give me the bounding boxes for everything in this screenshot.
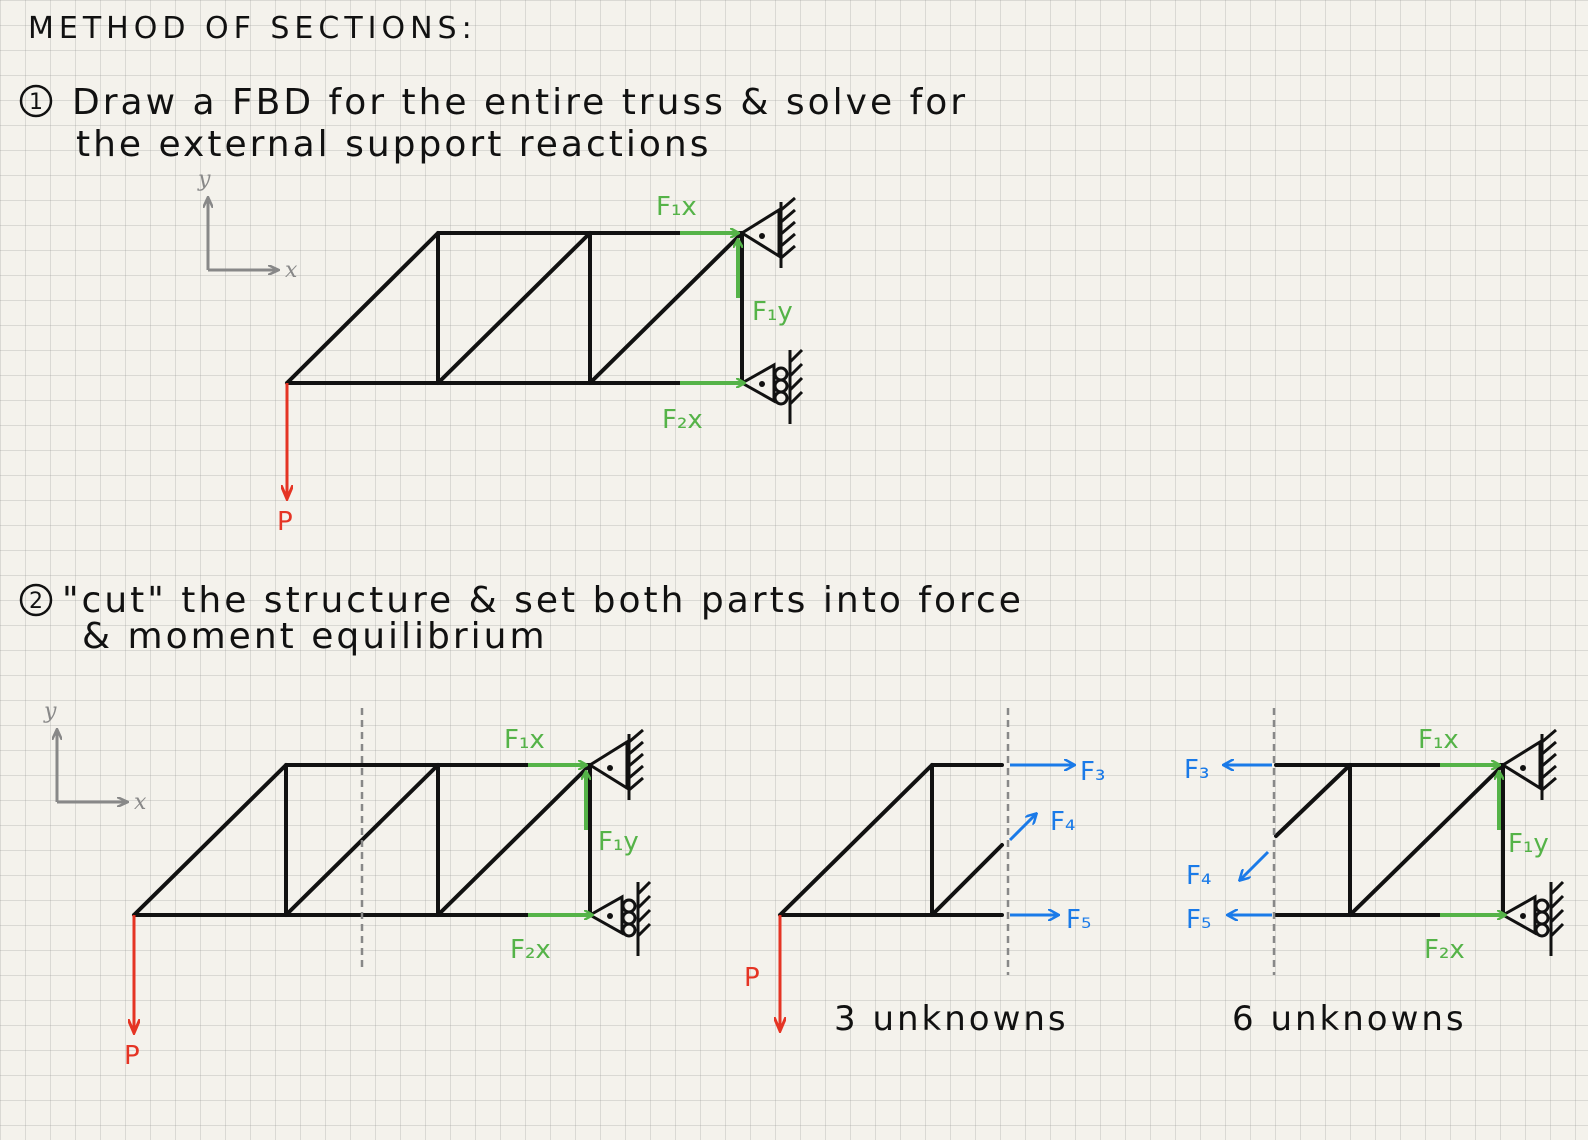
unknowns-right: 6 unknowns: [1232, 999, 1467, 1039]
unknowns-left: 3 unknowns: [834, 999, 1069, 1039]
step-2-circle: [19, 583, 53, 617]
step-2: 2 "cut" the structure & set both parts i…: [19, 580, 1024, 657]
f3-label: F₃: [1080, 757, 1105, 787]
f1y-label: F₁y: [1508, 829, 1549, 859]
x-axis-label: x: [285, 258, 298, 283]
right-section: F₁x F₁y F₂x F₃ F₄ F₅ 6 unknowns: [1184, 708, 1565, 1039]
y-axis-label: y: [43, 699, 57, 724]
truss-members: [285, 231, 744, 385]
load-p-label: P: [124, 1041, 140, 1071]
f1x-label: F₁x: [1418, 725, 1459, 755]
right-section-members: [1274, 763, 1505, 917]
pin-support: [739, 196, 796, 268]
pin-support: [1500, 728, 1557, 800]
step-1-circle: [19, 84, 53, 118]
f5-label: F₅: [1186, 905, 1211, 935]
left-section: F₃ F₄ F₅ P 3 unknowns: [744, 708, 1105, 1039]
f4-arrow: [1008, 814, 1036, 842]
step-1-number: 1: [29, 90, 43, 115]
x-axis-label: x: [134, 790, 147, 815]
f3-label: F₃: [1184, 755, 1209, 785]
pin-support: [587, 728, 644, 800]
y-axis-label: y: [197, 167, 211, 192]
load-p-label: P: [277, 507, 293, 537]
axes-1: y x: [197, 167, 298, 283]
roller-support: [738, 348, 804, 424]
step-1-line-1: Draw a FBD for the entire truss & solve …: [72, 82, 968, 123]
roller-support: [1499, 880, 1565, 956]
page-title: METHOD OF SECTIONS:: [28, 11, 477, 46]
step-2-line-1: "cut" the structure & set both parts int…: [62, 580, 1024, 621]
f1x-label: F₁x: [504, 725, 545, 755]
f2x-label: F₂x: [662, 405, 703, 435]
f5-label: F₅: [1066, 905, 1091, 935]
step-2-line-2: & moment equilibrium: [82, 616, 548, 657]
f4-label: F₄: [1050, 807, 1075, 837]
f1y-label: F₁y: [752, 297, 793, 327]
truss-1: F₁x F₁y F₂x P: [277, 192, 804, 537]
f2x-label: F₂x: [1424, 935, 1465, 965]
f1x-label: F₁x: [656, 192, 697, 222]
f1y-label: F₁y: [598, 827, 639, 857]
step-1: 1 Draw a FBD for the entire truss & solv…: [19, 82, 968, 165]
roller-support: [586, 880, 652, 956]
step-2-number: 2: [29, 589, 43, 614]
truss-2: F₁x F₁y F₂x P: [124, 708, 652, 1071]
load-p-label: P: [744, 963, 760, 993]
step-1-line-2: the external support reactions: [76, 124, 711, 165]
f2x-label: F₂x: [510, 935, 551, 965]
left-section-members: [778, 763, 1004, 917]
f4-label: F₄: [1186, 861, 1211, 891]
axes-2: y x: [43, 699, 147, 815]
f4-arrow: [1240, 850, 1270, 880]
